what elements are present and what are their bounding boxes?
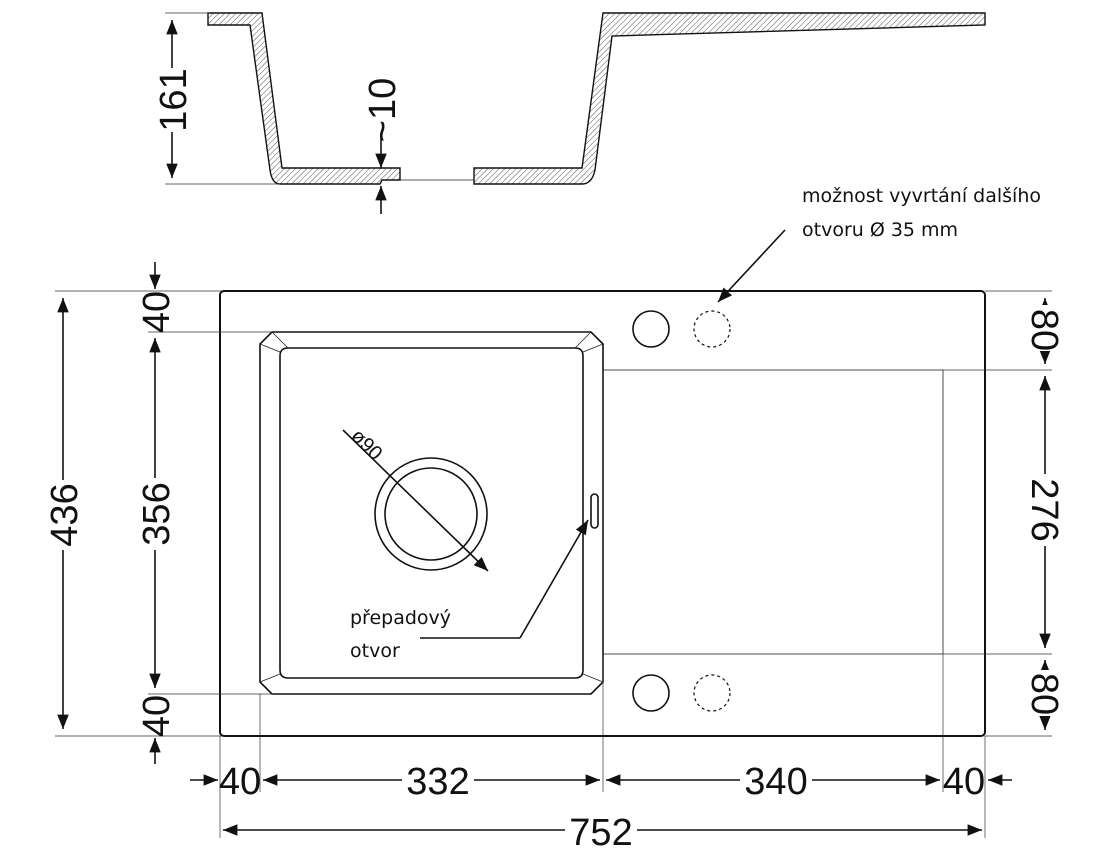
tap-hole-bottom bbox=[632, 674, 670, 712]
drain-diameter-label: ø90 bbox=[346, 425, 386, 465]
bowl-height-label: 356 bbox=[136, 482, 178, 545]
drain-outer-circle bbox=[374, 457, 488, 571]
overflow-slot bbox=[590, 493, 599, 529]
right-dimensions: 80 276 80 bbox=[943, 290, 1066, 737]
bottom-dimensions: 40 332 340 40 752 bbox=[190, 654, 1012, 854]
overall-height-label: 436 bbox=[44, 483, 86, 546]
drain-diameter-line bbox=[342, 429, 489, 572]
bottom-thickness-label: ~10 bbox=[362, 78, 404, 142]
bottom-margin-label: 40 bbox=[136, 695, 178, 737]
bowl-inner bbox=[279, 347, 584, 679]
section-profile-right bbox=[473, 12, 986, 185]
overall-width-label: 752 bbox=[569, 812, 632, 854]
optional-hole-top bbox=[693, 310, 731, 348]
right-bottom-label: 80 bbox=[1023, 673, 1065, 715]
drainer-height-label: 276 bbox=[1023, 478, 1065, 541]
bowl-rim bbox=[259, 331, 604, 695]
sink-outline bbox=[219, 290, 986, 737]
overflow-note-line1: přepadový bbox=[350, 607, 451, 629]
drainer-width-label: 340 bbox=[744, 761, 807, 803]
drainer-area bbox=[602, 369, 944, 655]
drain-inner-circle bbox=[384, 467, 478, 561]
right-top-label: 80 bbox=[1023, 309, 1065, 351]
extra-hole-note-line2: otvoru Ø 35 mm bbox=[802, 219, 958, 241]
extra-hole-note-line1: možnost vyvrtání dalšího bbox=[802, 185, 1041, 207]
right-margin-label: 40 bbox=[943, 761, 985, 803]
section-depth-label: 161 bbox=[153, 68, 195, 131]
overflow-leader bbox=[519, 519, 589, 639]
plan-view: ø90 přepadový otvor bbox=[219, 290, 986, 737]
optional-hole-bottom bbox=[693, 674, 731, 712]
left-margin-label: 40 bbox=[219, 761, 261, 803]
left-dimensions: 436 40 356 40 bbox=[42, 262, 272, 764]
cross-section-view: 161 ~10 bbox=[150, 12, 986, 214]
bowl-width-label: 332 bbox=[406, 761, 469, 803]
overflow-note-line2: otvor bbox=[350, 640, 400, 662]
top-margin-label: 40 bbox=[136, 291, 178, 333]
tap-hole-top bbox=[632, 310, 670, 348]
section-profile bbox=[207, 12, 401, 185]
